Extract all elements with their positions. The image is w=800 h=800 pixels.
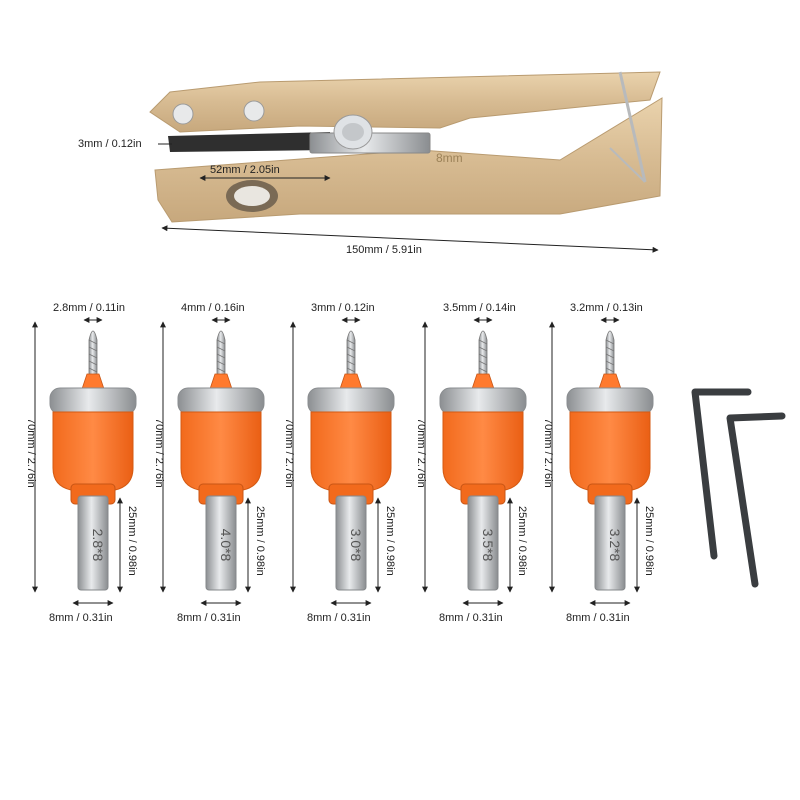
pliers-upper-handle	[149, 71, 661, 133]
bit-length-label: 70mm / 2.76in	[283, 418, 295, 488]
stop-ring	[177, 387, 265, 415]
pliers-lower-handle	[154, 97, 663, 223]
rivet-2	[243, 100, 265, 122]
hex-key-1	[691, 388, 752, 560]
bit-tip-label: 3.2mm / 0.13in	[570, 302, 643, 314]
shank	[77, 495, 109, 591]
shank-engraving: 3.0*8	[348, 529, 364, 562]
bit-shank-diameter-label: 8mm / 0.31in	[177, 612, 241, 624]
countersink-bit-5: 3.2*8	[549, 317, 654, 606]
countersink-bit-4: 3.5*8	[422, 317, 527, 606]
hex-key-2	[726, 412, 786, 588]
pliers-inner-length-label: 52mm / 2.05in	[210, 164, 280, 176]
shank-engraving: 4.0*8	[218, 529, 234, 562]
bit-shank-length-label: 25mm / 0.98in	[643, 506, 655, 576]
bit-shank-diameter-label: 8mm / 0.31in	[439, 612, 503, 624]
collar	[569, 411, 651, 491]
hole-punch-pliers	[149, 71, 663, 223]
countersink-bit-1: 2.8*8	[32, 317, 137, 606]
pliers-jaw-gap	[168, 132, 330, 152]
shank	[467, 495, 499, 591]
rivet-1	[172, 103, 194, 125]
collar	[310, 411, 392, 491]
bit-shank-length-label: 25mm / 0.98in	[254, 506, 266, 576]
bit-length-label: 70mm / 2.76in	[415, 418, 427, 488]
shank-engraving: 3.2*8	[607, 529, 623, 562]
shank-engraving: 2.8*8	[90, 529, 106, 562]
bit-shank-length-label: 25mm / 0.98in	[126, 506, 138, 576]
bit-length-label: 70mm / 2.76in	[542, 418, 554, 488]
shank	[594, 495, 626, 591]
bit-shank-diameter-label: 8mm / 0.31in	[49, 612, 113, 624]
collar	[442, 411, 524, 491]
pliers-total-length-label: 150mm / 5.91in	[346, 244, 422, 256]
collar	[52, 411, 134, 491]
stop-ring	[49, 387, 137, 415]
stop-ring	[307, 387, 395, 415]
bit-length-label: 70mm / 2.76in	[153, 418, 165, 488]
bit-tip-label: 4mm / 0.16in	[181, 302, 245, 314]
bit-shank-length-label: 25mm / 0.98in	[384, 506, 396, 576]
bit-tip-label: 2.8mm / 0.11in	[53, 302, 125, 314]
stop-ring	[566, 387, 654, 415]
spring-wire	[618, 71, 647, 183]
countersink-bit-3: 3.0*8	[290, 317, 395, 606]
countersink-bit-2: 4.0*8	[160, 317, 265, 606]
bit-tip-label: 3.5mm / 0.14in	[443, 302, 516, 314]
bit-shank-diameter-label: 8mm / 0.31in	[307, 612, 371, 624]
collar	[180, 411, 262, 491]
pliers-scale-mark: 8mm	[436, 151, 463, 165]
pliers-gap-label: 3mm / 0.12in	[78, 138, 142, 150]
bit-length-label: 70mm / 2.76in	[25, 418, 37, 488]
shank-engraving: 3.5*8	[480, 529, 496, 562]
shank	[335, 495, 367, 591]
bit-shank-length-label: 25mm / 0.98in	[516, 506, 528, 576]
shank	[205, 495, 237, 591]
stop-ring	[439, 387, 527, 415]
bit-tip-label: 3mm / 0.12in	[311, 302, 375, 314]
bit-shank-diameter-label: 8mm / 0.31in	[566, 612, 630, 624]
